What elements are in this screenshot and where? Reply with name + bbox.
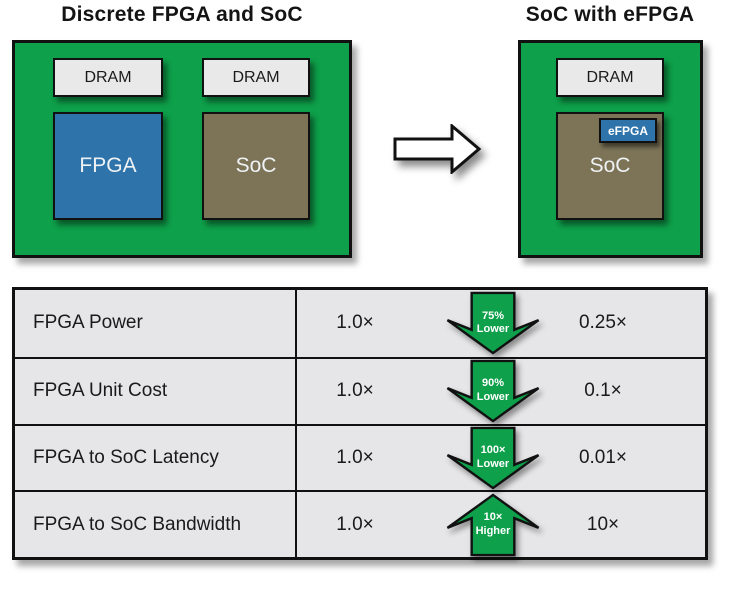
table-row-fpga-unit-cost: FPGA Unit Cost 1.0× 90% Lower 0.1×	[15, 356, 705, 424]
right-board: DRAM eFPGA SoC	[518, 40, 703, 258]
down-arrow-icon: 100× Lower	[443, 426, 543, 490]
change-value: 75%	[481, 309, 505, 322]
baseline-value: 1.0×	[336, 446, 374, 468]
baseline-value: 1.0×	[336, 380, 374, 402]
down-arrow-icon: 75% Lower	[443, 291, 543, 355]
efpga-chip: eFPGA	[599, 118, 657, 143]
result-value: 0.1×	[584, 380, 622, 402]
right-soc-chip: eFPGA SoC	[556, 112, 664, 220]
fpga-chip-label: FPGA	[79, 154, 137, 177]
result-value: 0.25×	[578, 312, 628, 334]
left-dram-chip-1: DRAM	[53, 58, 163, 97]
right-dram-chip: DRAM	[556, 58, 664, 97]
row-label: FPGA Unit Cost	[15, 358, 297, 424]
left-dram-2-label: DRAM	[232, 68, 280, 86]
efpga-chip-label: eFPGA	[607, 123, 648, 138]
change-value: 90%	[481, 377, 505, 390]
row-label: FPGA to SoC Latency	[15, 425, 297, 491]
result-value: 0.01×	[578, 446, 628, 468]
table-row-fpga-soc-bandwidth: FPGA to SoC Bandwidth 1.0× 10× Higher 10…	[15, 490, 705, 557]
table-row-fpga-power: FPGA Power 1.0× 75% Lower 0.25×	[15, 290, 705, 357]
change-word: Lower	[476, 391, 510, 404]
table-row-fpga-soc-latency: FPGA to SoC Latency 1.0× 100× Lower 0.01…	[15, 423, 705, 491]
left-dram-chip-2: DRAM	[202, 58, 310, 97]
up-arrow-icon: 10× Higher	[443, 493, 543, 557]
down-arrow-icon: 90% Lower	[443, 359, 543, 423]
change-value: 100×	[480, 444, 506, 457]
right-soc-chip-label: SoC	[589, 154, 631, 177]
left-panel-title: Discrete FPGA and SoC	[61, 3, 303, 26]
left-dram-1-label: DRAM	[84, 68, 132, 86]
row-label: FPGA to SoC Bandwidth	[15, 492, 297, 557]
baseline-value: 1.0×	[336, 312, 374, 334]
comparison-table: FPGA Power 1.0× 75% Lower 0.25× FPGA Uni…	[12, 287, 708, 560]
change-word: Lower	[476, 323, 510, 336]
baseline-value: 1.0×	[336, 513, 374, 535]
right-dram-label: DRAM	[586, 68, 634, 86]
fpga-chip: FPGA	[53, 112, 163, 220]
right-block-arrow-icon	[393, 124, 482, 174]
result-value: 10×	[586, 513, 620, 535]
right-panel-title: SoC with eFPGA	[525, 3, 695, 26]
left-soc-chip-label: SoC	[235, 154, 277, 177]
change-value: 10×	[483, 510, 503, 523]
left-soc-chip: SoC	[202, 112, 310, 220]
change-word: Lower	[476, 457, 510, 470]
left-board: DRAM DRAM FPGA SoC	[12, 40, 352, 258]
change-word: Higher	[475, 524, 511, 537]
row-label: FPGA Power	[15, 290, 297, 357]
